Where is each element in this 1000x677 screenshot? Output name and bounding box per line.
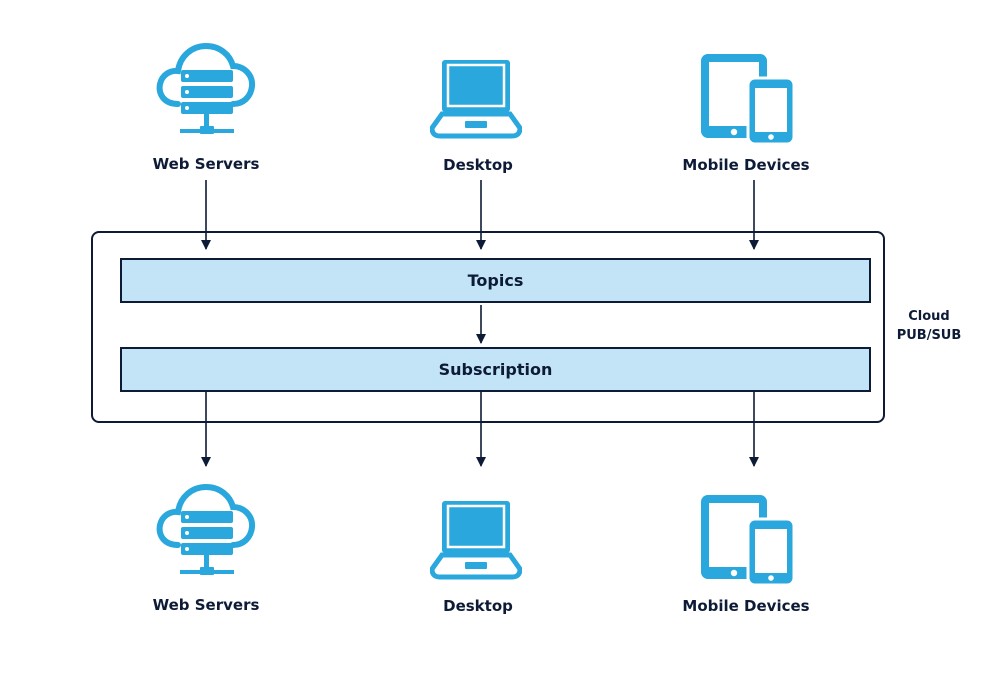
top-node-label-mobile-devices: Mobile Devices [682,156,810,174]
cloud-pubsub-label: Cloud PUB/SUB [893,307,965,345]
bottom-node-label-desktop: Desktop [443,597,513,615]
mobile-devices-icon [701,495,796,587]
cloud-pubsub-container [91,231,885,423]
topics-label: Topics [467,271,524,290]
mobile-devices-icon [701,54,796,146]
topics-bar: Topics [120,258,871,303]
laptop-icon [430,501,522,580]
subscription-bar: Subscription [120,347,871,392]
subscription-label: Subscription [438,360,553,379]
top-node-label-web-servers: Web Servers [152,155,260,173]
web-server-cloud-icon [156,42,256,134]
top-node-label-desktop: Desktop [443,156,513,174]
laptop-icon [430,60,522,139]
cloud-pubsub-label-line1: Cloud [908,309,950,324]
bottom-node-label-mobile-devices: Mobile Devices [682,597,810,615]
web-server-cloud-icon [156,483,256,575]
cloud-pubsub-label-line2: PUB/SUB [896,328,962,343]
bottom-node-label-web-servers: Web Servers [152,596,260,614]
